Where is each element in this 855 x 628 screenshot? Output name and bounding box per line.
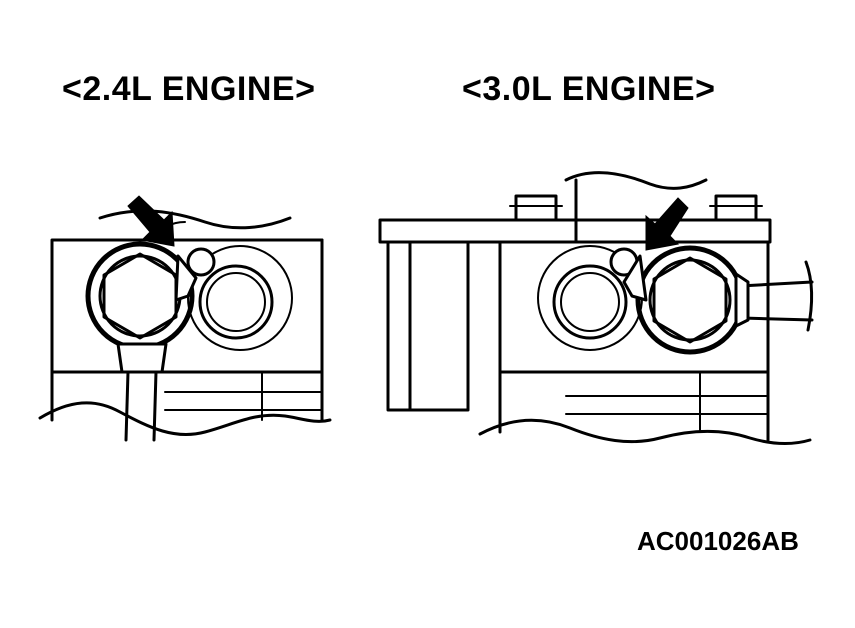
left-engine-label: <2.4L ENGINE>: [62, 70, 316, 108]
right-timing-tab: [622, 254, 648, 302]
left-handle-shaft-right: [152, 370, 158, 442]
right-rail-bolt-1: [514, 194, 558, 222]
right-break-line: [478, 418, 812, 446]
right-engine-drawing: [378, 171, 814, 446]
left-handle-shaft-left: [124, 370, 130, 442]
right-sprocket-bore: [560, 272, 620, 332]
left-sprocket-hub: [198, 264, 274, 340]
left-block-outline: [50, 238, 324, 422]
right-wrench-neck: [734, 272, 750, 328]
right-handle-break: [804, 260, 814, 332]
figure-code: AC001026AB: [637, 526, 799, 556]
right-upper-housing: [564, 171, 708, 190]
right-block-outline: [498, 240, 770, 442]
right-left-bracket: [386, 240, 470, 412]
left-cam-ball: [186, 247, 216, 277]
right-handle-bottom: [740, 316, 814, 322]
left-engine-drawing: [38, 195, 332, 442]
right-bolt-face: [648, 258, 732, 342]
right-rail-bolt-2: [714, 194, 758, 222]
left-wrench-handle: [116, 342, 168, 374]
right-arrow-icon: [645, 197, 689, 251]
left-timing-tab: [174, 254, 198, 302]
right-sprocket-hub: [552, 264, 628, 340]
left-sprocket-outer: [187, 245, 293, 351]
left-sprocket-bore: [206, 272, 266, 332]
right-engine-label: <3.0L ENGINE>: [462, 70, 716, 108]
right-handle-top: [738, 280, 814, 288]
left-arrow-icon: [127, 195, 175, 247]
left-upper-housing: [98, 209, 292, 230]
left-break-line: [38, 401, 332, 437]
right-hex-bolt: [652, 256, 728, 344]
